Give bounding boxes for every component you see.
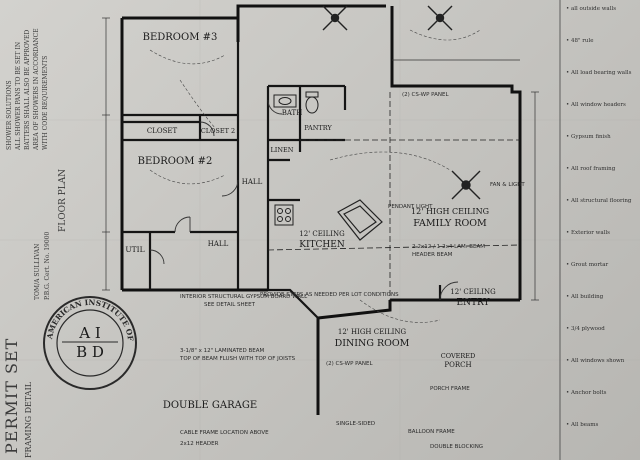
closet2-label: CLOSET 2 [201, 127, 235, 135]
right-note-line: • 3/4 plywood [566, 326, 605, 332]
right-note-line: • All window headers [566, 102, 626, 108]
garage-header-note: 2x12 HEADER [180, 441, 219, 447]
pendant-light-label: PENDANT LIGHT [388, 204, 433, 210]
right-note-line: • Gypsum finish [566, 134, 611, 140]
floor-plan-title: FLOOR PLAN [58, 168, 68, 232]
right-note-line: • All structural flooring [566, 198, 632, 204]
left-note-line: WITH CODE REQUIREMENTS [42, 55, 49, 150]
provide-steps-note: PROVIDE STEPS AS NEEDED PER LOT CONDITIO… [260, 292, 399, 298]
dining-room-label: DINING ROOM [335, 338, 410, 349]
kitchen-island [337, 199, 383, 241]
beam-lines [267, 92, 521, 300]
entry-ceiling-label: 12' CEILING [450, 288, 496, 296]
kitchen-ceiling-label: 12' CEILING [299, 230, 345, 238]
balloon-frame-note: BALLOON FRAME [408, 429, 455, 435]
right-note-line: • Anchor bolts [566, 390, 607, 396]
cable-frame-note: CABLE FRAME LOCATION ABOVE [180, 430, 269, 436]
hall-label-upper: HALL [242, 178, 263, 186]
laminated-beam-note: 3-1/8" x 12" LAMINATED BEAM [180, 348, 264, 354]
right-note-line: • All windows shown [566, 358, 625, 364]
top-of-beam-note: TOP OF BEAM FLUSH WITH TOP OF JOISTS [179, 356, 296, 362]
hall-flush-note: SEE DETAIL SHEET [204, 302, 256, 308]
engineer-cert: P.B.G. Cert. No. 19000 [44, 231, 51, 300]
porch-label: PORCH [444, 361, 471, 369]
seal-mark-top: A I [78, 324, 101, 342]
permit-set-label: PERMIT SET [2, 337, 21, 454]
family-ceiling-label: 12' HIGH CEILING [411, 207, 489, 216]
covered-label: COVERED [441, 352, 475, 360]
ceiling-fan-icon [427, 5, 453, 31]
window-panel-note: (2) CS-WP PANEL [402, 92, 449, 98]
bath-label: BATH [282, 109, 303, 117]
util-label: UTIL [125, 245, 144, 254]
left-note-line: AREA OF SHOWERS IN ACCORDANCE [33, 28, 40, 150]
gypsum-wall-note: INTERIOR STRUCTURAL GYPSUM BOARD WALL [180, 294, 308, 300]
right-note-line: • All building [566, 294, 604, 300]
garage-label: DOUBLE GARAGE [163, 400, 257, 411]
sink-icon [273, 94, 297, 108]
pantry-label: PANTRY [304, 124, 332, 132]
dining-ceiling-label: 12' HIGH CEILING [338, 328, 407, 336]
left-note-line: SHOWER SOLUTIONS [6, 80, 13, 150]
bedroom3-label: BEDROOM #3 [143, 32, 218, 43]
single-sided-note: SINGLE-SIDED [336, 421, 375, 427]
right-note-line: • All roof framing [566, 166, 616, 172]
kitchen-label: KITCHEN [299, 240, 345, 250]
toilet-icon [305, 91, 319, 114]
right-note-line: • Exterior walls [566, 230, 610, 236]
seal-mark-bottom: B D [76, 343, 104, 361]
family-beam-note: 2-2x12 / 1-2x4 LAM. BEAM [412, 244, 485, 250]
left-note-line: ALL SHOWER PANS TO BE SET IN [15, 41, 22, 150]
dimension-lines [102, 17, 539, 301]
ceiling-fan-icon [451, 170, 481, 200]
right-note-line: • All beams [566, 422, 599, 428]
door-swings [149, 99, 459, 301]
closet1-label: CLOSET [147, 127, 178, 135]
range-icon [274, 204, 294, 226]
hall-label-lower: HALL [208, 240, 229, 248]
linen-label: LINEN [270, 146, 293, 154]
right-note-line: • 48" rule [566, 38, 594, 44]
bedroom2-label: BEDROOM #2 [138, 156, 213, 167]
right-note-line: • all outside walls [566, 6, 617, 12]
family-room-label: FAMILY ROOM [413, 218, 487, 229]
family-header-note: HEADER BEAM [412, 252, 453, 258]
interior-walls [122, 42, 442, 319]
right-note-line: • All load bearing walls [566, 70, 632, 76]
engineer-name: TOM/A SULLIVAN [34, 243, 41, 300]
right-note-line: • Grout mortar [566, 262, 609, 268]
exterior-walls [120, 4, 522, 415]
window-panel-note-dining: (2) CS-WP PANEL [326, 361, 373, 367]
double-blocking-note: DOUBLE BLOCKING [430, 444, 483, 450]
electrical-circuits [149, 29, 481, 323]
left-note-line: BATTERS SHALL ALSO BE APPROVED [24, 29, 31, 150]
porch-frame-note: PORCH FRAME [430, 386, 470, 392]
entry-label: ENTRY [457, 298, 491, 308]
fan-light-label: FAN & LIGHT [490, 182, 525, 188]
ceiling-fan-icon [322, 5, 348, 31]
framing-detail-label: FRAMING DETAIL [24, 381, 33, 458]
